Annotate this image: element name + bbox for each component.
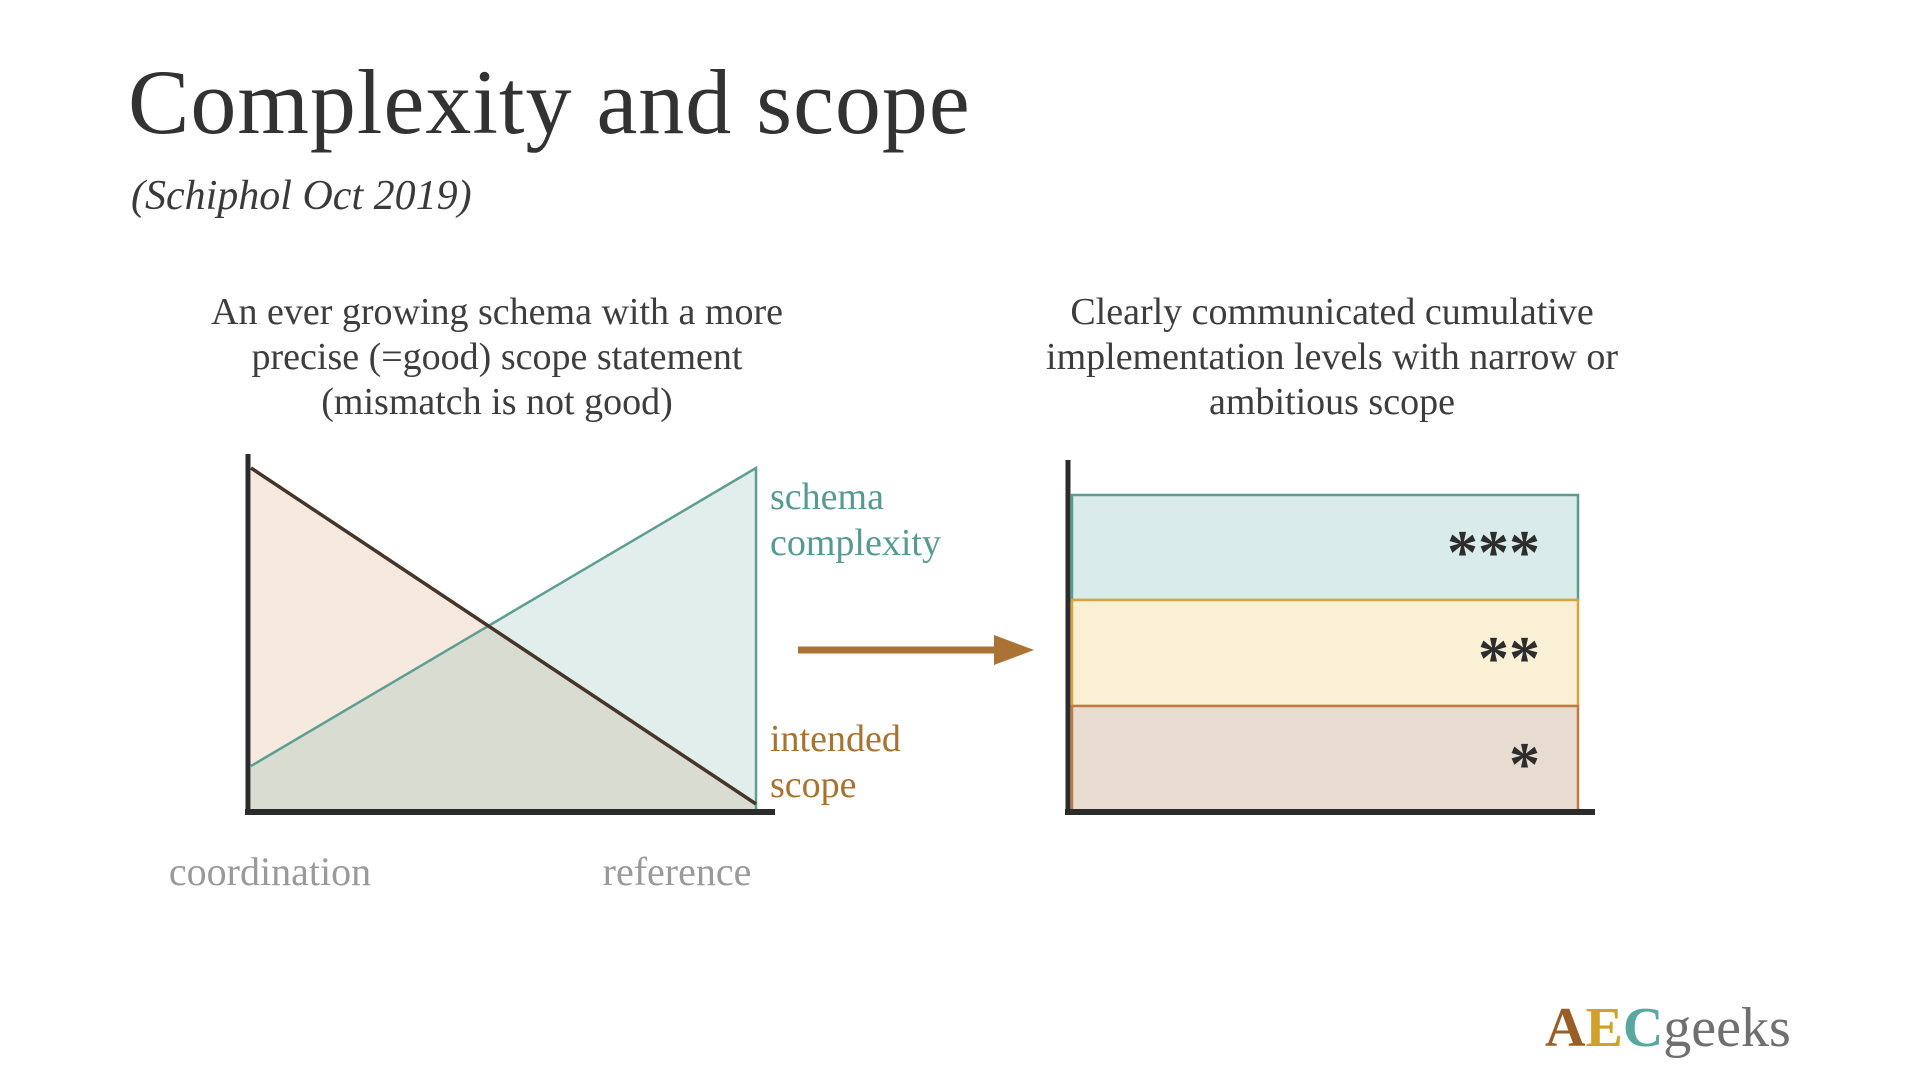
x-tick-reference: reference [602,849,752,894]
schema-complexity-label-line-1: schema [770,476,884,518]
arrow-head [994,635,1034,665]
level-2-stars: ** [1478,625,1540,693]
left-caption-line-3: (mismatch is not good) [321,380,673,423]
aecgeeks-logo: AECgeeks [1545,997,1791,1060]
intended-scope-label-line-2: scope [770,764,857,807]
level-3-band [1070,493,1580,602]
right-caption: Clearly communicated cumulative implemen… [992,290,1672,424]
scope-complexity-chart [245,454,775,815]
level-3-stars: *** [1447,519,1540,587]
implementation-levels-chart: *** ** * [1065,460,1595,815]
schema-complexity-label: schema complexity [770,474,941,567]
x-tick-coordination: coordination [168,849,372,894]
intended-scope-label: intended scope [770,716,901,809]
right-caption-line-1: Clearly communicated cumulative [1070,291,1594,333]
page-title: Complexity and scope [128,51,971,153]
right-arrow-icon [798,635,1034,665]
logo-letter-c: C [1622,997,1664,1059]
level-2-band [1070,598,1580,708]
left-caption-line-1: An ever growing schema with a more [211,291,783,333]
right-caption-line-3: ambitious scope [1209,380,1455,423]
schema-complexity-area [251,468,756,812]
logo-geeks-text: geeks [1663,997,1791,1059]
right-caption-line-2: implementation levels with narrow or [1046,335,1618,378]
left-caption: An ever growing schema with a more preci… [157,290,837,424]
schema-complexity-label-line-2: complexity [770,522,941,565]
intended-scope-line [250,466,757,806]
logo-letter-a: A [1545,997,1586,1059]
page-subtitle: (Schiphol Oct 2019) [131,173,472,219]
left-caption-line-2: precise (=good) scope statement [251,335,743,378]
level-1-band [1070,704,1580,814]
schema-complexity-line [250,465,758,812]
level-1-stars: * [1509,731,1540,799]
intended-scope-label-line-1: intended [770,718,901,760]
logo-letter-e: E [1585,997,1623,1059]
